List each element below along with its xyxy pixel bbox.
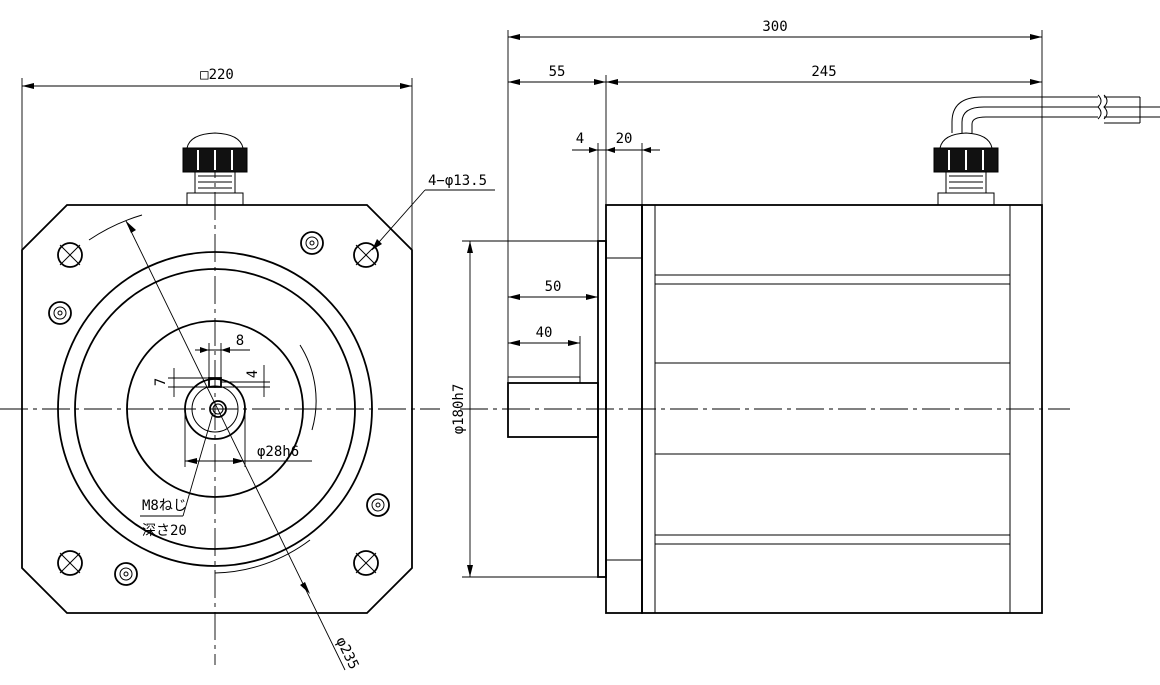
screw-hole-4 <box>114 562 138 586</box>
key-height-label: 7 <box>153 378 169 386</box>
flange-step-label: 4 <box>576 131 584 147</box>
front-cable-gland <box>182 132 248 206</box>
shaft-body <box>507 382 599 438</box>
tapped-hole-label-line2: 深さ20 <box>142 523 187 539</box>
mount-hole-leader <box>371 189 426 251</box>
flange-outer-circle <box>57 251 373 567</box>
screw-hole-2 <box>48 301 72 325</box>
mount-hole-bottom-left <box>57 550 83 576</box>
flange-thickness-label: 20 <box>616 131 633 147</box>
tapped-hole-label-line1: M8ねじ <box>142 498 187 514</box>
key-length-label: 40 <box>536 325 553 341</box>
shaft-chamfer-circle <box>191 385 239 433</box>
body-length-label: 245 <box>811 64 836 80</box>
mount-hole-top-right <box>353 242 379 268</box>
motor-body <box>641 204 1043 614</box>
shaft-diameter-label: φ28h6 <box>257 444 299 460</box>
front-flange-outline <box>21 204 413 614</box>
mount-hole-top-left <box>57 242 83 268</box>
screw-hole-3 <box>366 493 390 517</box>
tapped-hole-inner-circle <box>212 403 224 415</box>
keyway-depth-label: 4 <box>245 370 261 378</box>
spigot-diameter-label: φ180h7 <box>451 384 467 435</box>
keyway <box>208 377 222 388</box>
mount-holes-label: 4−φ13.5 <box>428 173 487 189</box>
pitch-arc-top <box>88 214 143 241</box>
flange-inner-circle <box>74 268 356 550</box>
shaft-section-label: 55 <box>549 64 566 80</box>
side-view: 300 55 245 4 20 50 40 <box>451 19 1160 614</box>
side-cable <box>951 94 1160 133</box>
mount-hole-bottom-right <box>353 550 379 576</box>
flange-square-label: □220 <box>200 67 234 83</box>
shaft-length-label: 50 <box>545 279 562 295</box>
key-width-label: 8 <box>236 333 244 349</box>
tapped-hole-circle <box>209 400 227 418</box>
overall-length-label: 300 <box>762 19 787 35</box>
side-cable-gland <box>933 132 999 206</box>
front-view: □220 4−φ13.5 8 7 4 φ28h6 M8ねじ 深 <box>0 67 495 672</box>
pitch-arc-bottom <box>214 539 311 574</box>
screw-hole-1 <box>300 231 324 255</box>
tapped-hole-leader <box>182 412 214 517</box>
pilot-circle-dim-line <box>125 220 346 671</box>
spigot-circle <box>126 320 304 498</box>
pitch-arc-right <box>299 344 317 431</box>
